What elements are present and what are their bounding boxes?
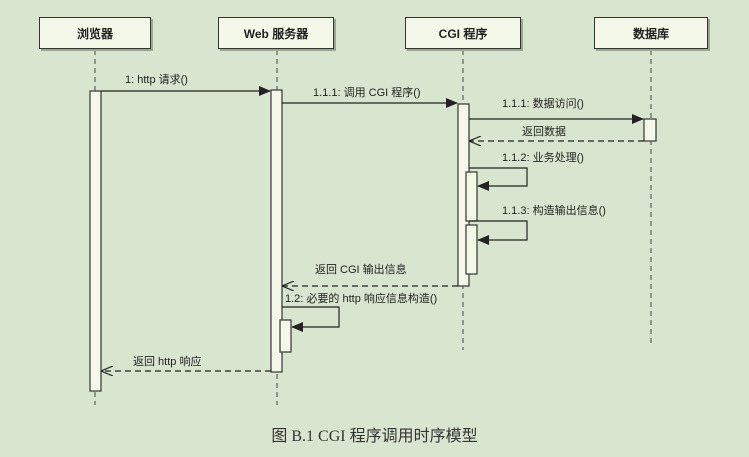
activation-self-2 [465,224,478,275]
messages [101,86,644,371]
message-label: 1: http 请求() [125,74,188,86]
participant-database: 数据库 [594,17,708,49]
participant-browser: 浏览器 [39,17,151,49]
message-label: 1.1.3: 构造输出信息() [502,205,606,217]
arrow-http-response-construct [282,306,340,332]
message-label: 1.1.1: 数据访问() [502,98,584,110]
activation-self-3 [279,319,292,353]
activation-browser [89,90,102,392]
activation-web-server [270,89,283,373]
arrow-construct-output [469,220,528,245]
activation-database [643,118,657,142]
message-label: 1.1.1: 调用 CGI 程序() [313,87,421,99]
lifelines [94,50,652,405]
message-label: 返回 http 响应 [133,356,202,368]
participant-cgi-program: CGI 程序 [405,17,521,49]
message-label: 1.1.2: 业务处理() [502,152,584,164]
activations [89,89,657,392]
message-label: 1.2: 必要的 http 响应信息构造() [285,293,438,305]
activation-self-1 [465,171,478,222]
figure-caption: 图 B.1 CGI 程序调用时序模型 [271,428,478,445]
message-label: 返回 CGI 输出信息 [315,264,407,276]
message-label: 返回数据 [522,126,566,138]
arrow-business-processing [469,167,528,191]
participant-web-server: Web 服务器 [218,17,334,49]
